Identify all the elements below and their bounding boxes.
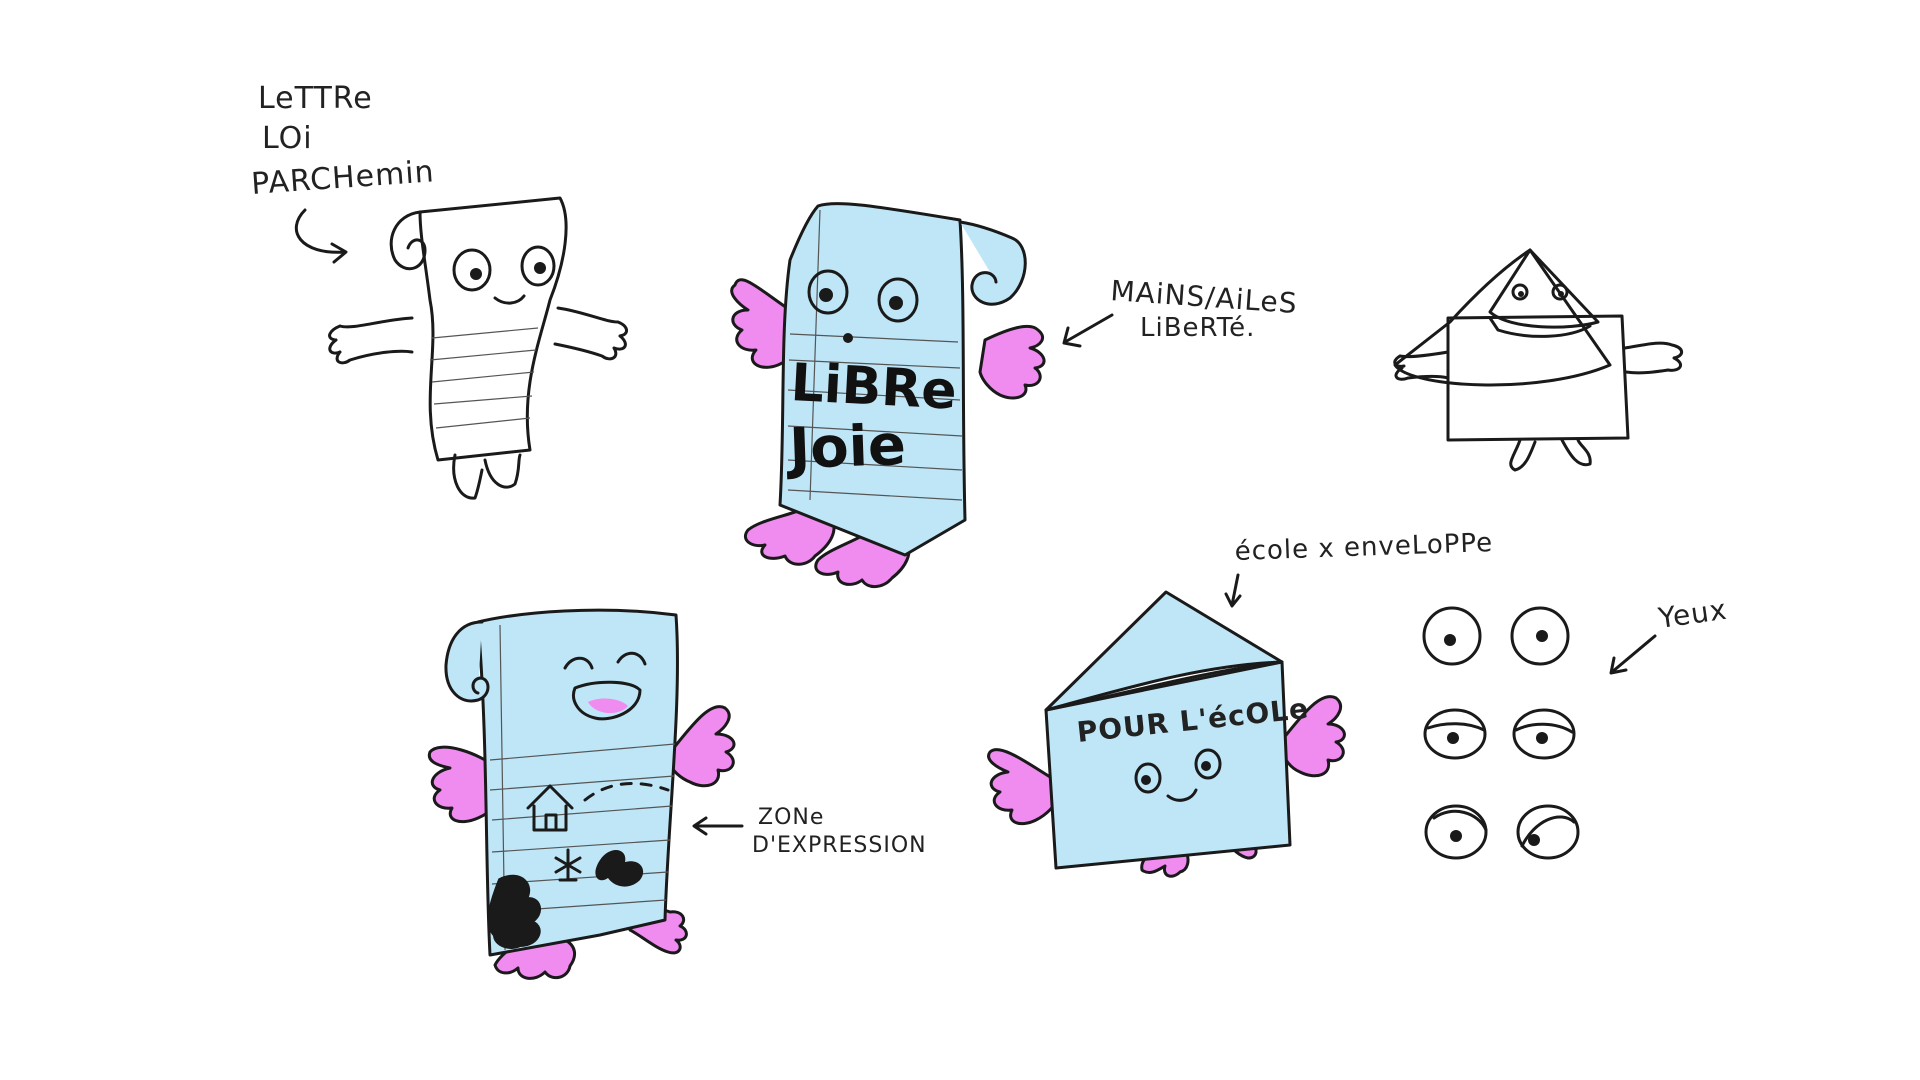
libre-text: LiBRe xyxy=(789,353,958,422)
note-loi: LOi xyxy=(262,121,313,156)
house-icon xyxy=(526,784,574,832)
note-zone: ZONe xyxy=(758,805,824,830)
arrow-to-wing-icon xyxy=(1062,313,1114,348)
eye-study-grid xyxy=(1422,606,1580,860)
eye-open-icon xyxy=(1510,606,1570,666)
note-lettre: LeTTRe xyxy=(258,81,373,116)
eye-half-closed-icon xyxy=(1512,708,1576,760)
note-ecole-enveloppe: école x enveLoPPe xyxy=(1234,528,1493,567)
butterfly-icon xyxy=(595,850,644,887)
eye-open-icon xyxy=(1422,606,1482,666)
arrow-left-icon xyxy=(692,816,744,836)
eye-half-closed-icon xyxy=(1423,708,1487,760)
arrow-down-icon xyxy=(1224,573,1242,608)
note-yeux: Yeux xyxy=(1655,593,1729,635)
scribble-icon xyxy=(487,874,541,949)
pour-ecole-envelope-character: POUR L'écOLe xyxy=(987,590,1346,878)
joie-text: Joie xyxy=(784,413,907,482)
windmill-icon xyxy=(554,848,582,882)
arrow-to-eyes-icon xyxy=(1609,634,1657,675)
eye-lidded-icon xyxy=(1424,804,1488,860)
note-expression: D'EXPRESSION xyxy=(752,833,927,858)
expression-scroll-character xyxy=(427,608,736,980)
scroll-character-sketch xyxy=(328,196,628,500)
envelope-character-sketch xyxy=(1393,248,1684,472)
arrow-to-scroll-icon xyxy=(294,208,348,264)
dashed-path-icon xyxy=(583,781,670,802)
note-parchemin: PARCHemin xyxy=(250,154,436,202)
note-liberte: LiBeRTé. xyxy=(1140,313,1255,343)
libre-joie-scroll-character: LiBRe Joie xyxy=(730,202,1046,588)
eye-squint-icon xyxy=(1516,804,1580,860)
